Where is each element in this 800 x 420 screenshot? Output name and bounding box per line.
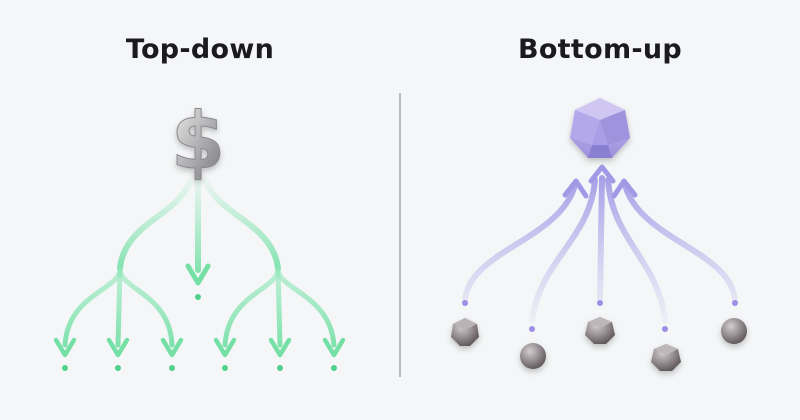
arrowhead-center <box>185 263 211 286</box>
arrowhead <box>106 337 130 358</box>
small-polyhedron-icon <box>651 344 681 371</box>
node-dot <box>222 365 228 371</box>
arrowhead <box>562 178 589 199</box>
arrowhead <box>53 337 77 358</box>
polyhedron-icon <box>570 98 630 158</box>
arrowhead <box>268 337 292 358</box>
node-dot <box>732 300 738 306</box>
sub-branch-line <box>275 267 337 348</box>
node-dot <box>169 365 175 371</box>
sphere-icon <box>520 343 546 369</box>
branch-line-left <box>117 177 193 271</box>
svg-text:$: $ <box>171 97 225 187</box>
node-dot <box>277 365 283 371</box>
branch-line-right <box>203 177 281 271</box>
sphere-icon <box>721 318 747 344</box>
sub-branch-line <box>275 267 283 348</box>
converge-line <box>462 182 578 303</box>
converge-line <box>597 175 605 303</box>
sub-branch-line <box>62 267 123 348</box>
sub-branch-line <box>115 267 123 348</box>
dollar-sign-icon: $ <box>170 97 225 188</box>
converge-line <box>529 177 598 323</box>
node-dot <box>529 326 535 332</box>
node-dot <box>662 326 668 332</box>
node-dot <box>331 365 337 371</box>
arrowhead <box>611 178 638 199</box>
small-polyhedron-icon <box>585 317 615 344</box>
node-dot <box>62 365 68 371</box>
top-down-title: Top-down <box>125 34 275 65</box>
converge-line <box>622 182 738 303</box>
panel-divider <box>399 93 401 377</box>
arrowhead <box>588 164 616 184</box>
bottom-up-title: Bottom-up <box>517 34 683 65</box>
small-polyhedron-icon <box>451 318 479 346</box>
node-dot <box>462 300 468 306</box>
arrowhead <box>213 337 237 358</box>
arrowhead <box>322 337 346 358</box>
node-dot <box>597 300 603 306</box>
sub-branch-line <box>117 267 175 348</box>
node-dot <box>115 365 121 371</box>
node-dot <box>195 294 201 300</box>
sub-branch-line <box>222 267 281 348</box>
converge-line <box>605 177 668 323</box>
arrowhead <box>160 337 184 358</box>
